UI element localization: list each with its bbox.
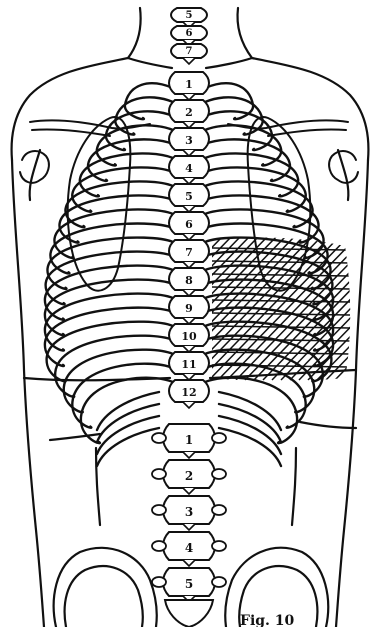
lumbar-vertebra-label: 4	[185, 541, 193, 555]
lumbar-process-right	[212, 505, 226, 515]
clavicle-right-lower	[268, 129, 346, 136]
lumbar-process-left	[152, 505, 166, 515]
thoracic-vertebra-process	[183, 402, 195, 408]
arm-right-inner	[338, 150, 348, 200]
floating-rib-right	[219, 428, 281, 466]
lumbar-process-left	[152, 541, 166, 551]
thoracic-vertebra: 4	[169, 156, 209, 184]
lumbar-process-right	[212, 577, 226, 587]
cervical-vertebra: 7	[171, 44, 207, 64]
thoracic-vertebra: 9	[169, 296, 209, 324]
thoracic-vertebra-label: 4	[185, 162, 193, 175]
thoracic-vertebra-label: 7	[185, 246, 193, 259]
figure-caption: Fig. 10	[240, 613, 295, 627]
hatch-line	[344, 236, 378, 380]
clavicle-left-lower	[32, 129, 110, 136]
neck-left	[128, 8, 141, 58]
lumbar-vertebra: 3	[152, 496, 226, 530]
rib-left	[47, 322, 173, 382]
floating-rib-right	[219, 392, 281, 430]
thoracic-vertebra-label: 12	[181, 386, 196, 399]
thoracic-vertebra-label: 1	[185, 78, 193, 91]
torso-left	[12, 160, 44, 627]
iliac-inner-left	[65, 566, 143, 627]
lumbar-process-left	[152, 433, 166, 443]
lumbar-process-left	[152, 577, 166, 587]
floating-rib-left	[97, 392, 159, 430]
floating-rib-right	[219, 404, 281, 442]
thoracic-vertebra-label: 9	[185, 302, 193, 315]
sacrum	[165, 600, 213, 627]
lumbar-process-left	[152, 469, 166, 479]
thoracic-vertebra: 5	[169, 184, 209, 212]
lumbar-vertebra-process	[183, 488, 195, 494]
thoracic-vertebra: 2	[169, 100, 209, 128]
trapezius-right	[206, 58, 252, 68]
arm-left-inner	[30, 150, 40, 200]
thoracic-vertebra: 3	[169, 128, 209, 156]
hatch-rib-line	[210, 313, 350, 315]
thoracic-vertebra-label: 5	[185, 190, 193, 203]
thoracic-vertebra: 10	[169, 324, 209, 352]
thoracic-vertebra: 6	[169, 212, 209, 240]
thoracic-vertebra-label: 11	[181, 358, 196, 371]
hatch-line	[371, 236, 378, 380]
hatch-line	[362, 236, 378, 380]
lumbar-vertebra: 2	[152, 460, 226, 494]
thoracic-vertebra-label: 3	[185, 134, 193, 147]
lumbar-vertebra-process	[183, 524, 195, 530]
neck-right	[238, 8, 252, 58]
lumbar-process-right	[212, 469, 226, 479]
floating-rib-left	[97, 428, 159, 466]
lower-drop-right	[292, 448, 296, 525]
thoracic-vertebra: 8	[169, 268, 209, 296]
thoracic-vertebra: 11	[169, 352, 209, 380]
rib-left	[72, 364, 173, 428]
lumbar-vertebra-label: 3	[185, 505, 193, 519]
thoracic-vertebra-label: 2	[185, 106, 193, 119]
lumbar-process-right	[212, 541, 226, 551]
cervical-vertebra-label: 6	[186, 28, 193, 39]
floating-rib-right	[219, 416, 281, 454]
lumbar-vertebra: 1	[152, 424, 226, 458]
cervical-vertebra-label: 7	[186, 46, 193, 57]
thoracic-vertebra: 7	[169, 240, 209, 268]
lumbar-vertebra-label: 5	[185, 577, 193, 591]
cervical-vertebra-label: 5	[186, 10, 193, 21]
thoracic-vertebra: 1	[169, 72, 209, 100]
lumbar-vertebra-label: 2	[185, 469, 193, 483]
lower-line-right	[300, 422, 356, 428]
floating-rib-left	[97, 404, 159, 442]
lumbar-vertebra-label: 1	[185, 433, 193, 447]
thoracic-vertebra-label: 8	[185, 274, 193, 287]
thoracic-vertebra-label: 6	[185, 218, 193, 231]
cervical-vertebra-process	[183, 58, 195, 64]
thoracic-vertebra: 12	[169, 380, 209, 408]
lumbar-vertebra: 5	[152, 568, 226, 602]
trapezius-left	[128, 58, 172, 68]
torso-right	[336, 160, 368, 627]
lumbar-vertebra: 4	[152, 532, 226, 566]
lumbar-vertebra-process	[183, 560, 195, 566]
lumbar-vertebra-process	[183, 452, 195, 458]
floating-rib-left	[97, 416, 159, 454]
thoracic-vertebra-label: 10	[181, 330, 197, 343]
lumbar-process-right	[212, 433, 226, 443]
